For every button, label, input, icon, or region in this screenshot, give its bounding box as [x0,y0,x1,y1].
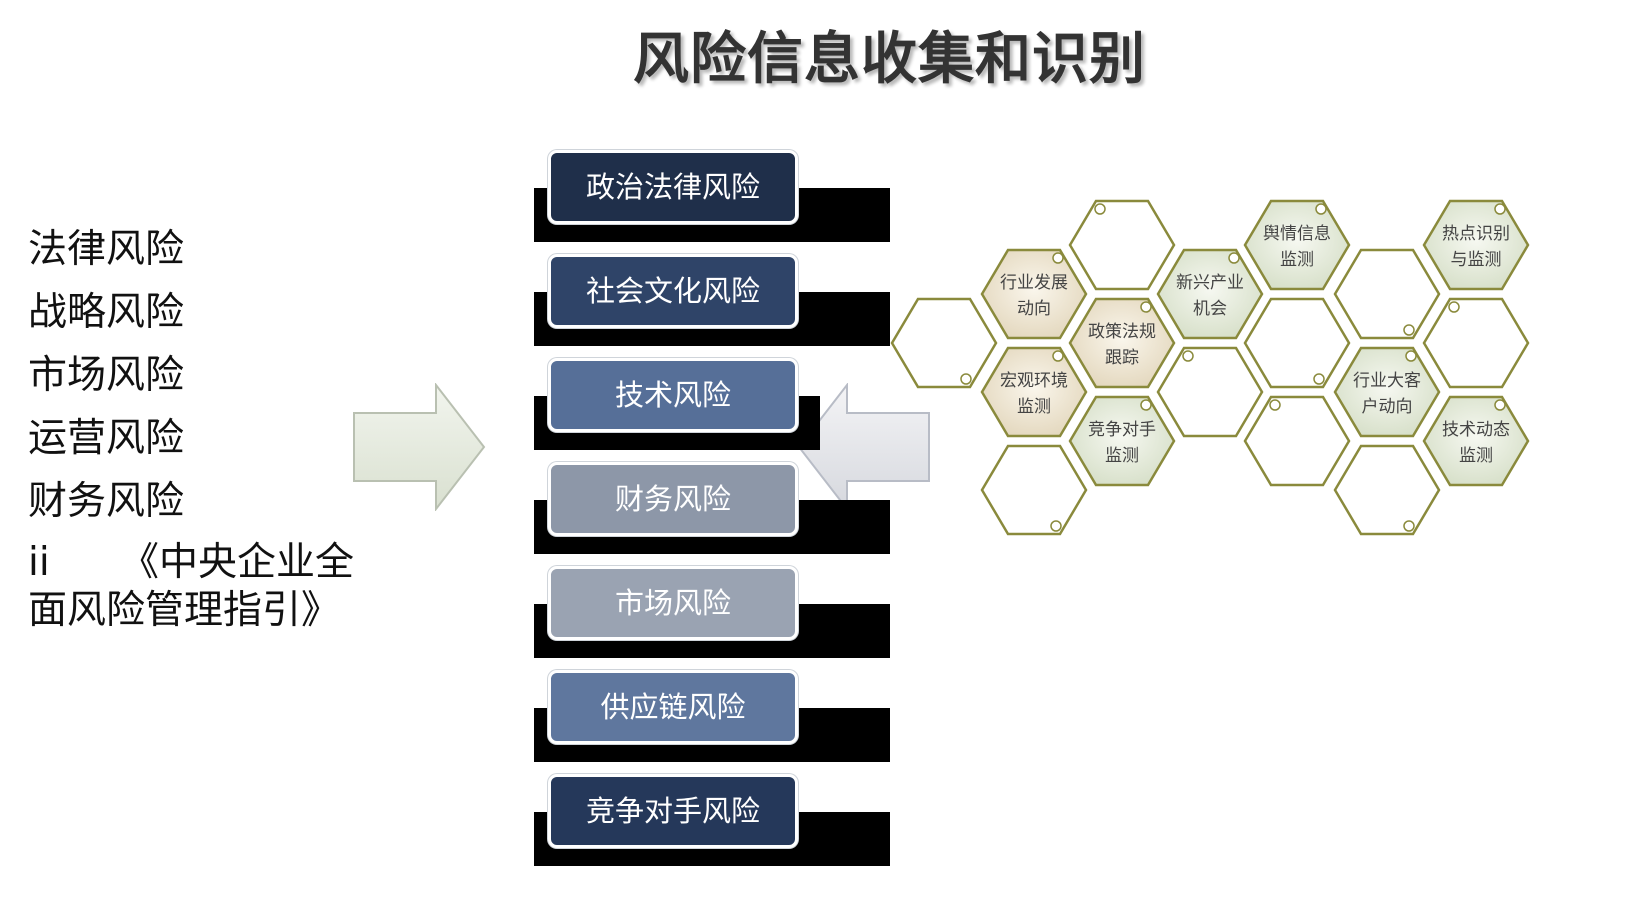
hexagon-empty [980,444,1088,536]
hexagon-label: 政策法规 [1088,322,1156,342]
hexagon-label: 跟踪 [1105,348,1139,368]
hexagon-dot [1052,350,1064,362]
hexagon-label: 机会 [1193,299,1227,319]
hexagon-dot [1405,350,1417,362]
list-item: 法律风险 [28,227,185,272]
hexagon-dot [1494,399,1506,411]
list-item: 战略风险 [28,290,185,335]
hexagon-label: 监测 [1105,446,1139,466]
list-item: 财务风险 [28,479,185,524]
hexagon-label: 竞争对手 [1088,420,1156,440]
hexagon-empty [1333,444,1441,536]
hexagon-dot [1050,520,1062,532]
hexagon-empty [1243,297,1351,389]
hexagon-dot [1182,350,1194,362]
hexagon-empty [1333,248,1441,340]
hexagon-dot [1269,399,1281,411]
hexagon-dot [1403,520,1415,532]
hexagon-label: 宏观环境 [1000,371,1068,391]
hexagon-empty [1068,199,1176,291]
hexagon-label: 监测 [1017,397,1051,417]
hexagon-label: 动向 [1017,299,1051,319]
hexagon-dot [1494,203,1506,215]
risk-item: 社会文化风险 [534,254,904,347]
right-arrow-icon [353,383,486,511]
hexagon-label: 户动向 [1362,397,1413,417]
left-risk-list: 法律风险 战略风险 市场风险 运营风险 财务风险 ii 《中央企业全 面风险管理指… [28,218,388,635]
hexagon-empty [1243,395,1351,487]
risk-item: 竞争对手风险 [534,774,904,867]
risk-label: 政治法律风险 [548,150,798,224]
reference-line1: 《中央企业全 [120,540,355,585]
risk-label: 财务风险 [548,462,798,536]
risk-label: 社会文化风险 [548,254,798,328]
hexagon-dot [1052,252,1064,264]
page-title: 风险信息收集和识别 [633,27,1146,92]
hexagon-label: 新兴产业 [1176,273,1244,293]
hexagon-dot [1140,301,1152,313]
hexagon-empty [890,297,998,389]
risk-label: 技术风险 [548,358,798,432]
hexagon-label: 监测 [1280,250,1314,270]
risk-item: 财务风险 [534,462,904,555]
risk-label: 供应链风险 [548,670,798,744]
hexagon-label: 舆情信息 [1263,224,1331,244]
hexagon-dot [1094,203,1106,215]
risk-label: 竞争对手风险 [548,774,798,848]
hexagon-label: 技术动态 [1442,420,1510,440]
reference-note: ii 《中央企业全 面风险管理指引》 [28,539,388,635]
list-item: 运营风险 [28,416,185,461]
hexagon-label: 监测 [1459,446,1493,466]
hexagon-dot [1140,399,1152,411]
hexagon-label: 与监测 [1451,250,1502,270]
hexagon-label: 行业大客 [1353,371,1421,391]
hexagon-dot [960,373,972,385]
risk-item: 市场风险 [534,566,904,659]
hexagon-dot [1313,373,1325,385]
left-arrow-icon [797,383,930,511]
risk-item: 供应链风险 [534,670,904,763]
reference-prefix: ii [28,540,50,585]
risk-item: 政治法律风险 [534,150,904,243]
hexagon-dot [1315,203,1327,215]
hexagon-empty [1156,346,1264,438]
hexagon-label: 热点识别 [1442,224,1510,244]
hexagon-dot [1228,252,1240,264]
reference-line2: 面风险管理指引》 [28,588,341,633]
list-item: 市场风险 [28,353,185,398]
hexagon-label: 行业发展 [1000,273,1068,293]
risk-item: 技术风险 [534,358,904,451]
hexagon-empty [1422,297,1530,389]
risk-label: 市场风险 [548,566,798,640]
hexagon-dot [1448,301,1460,313]
hexagon-dot [1403,324,1415,336]
